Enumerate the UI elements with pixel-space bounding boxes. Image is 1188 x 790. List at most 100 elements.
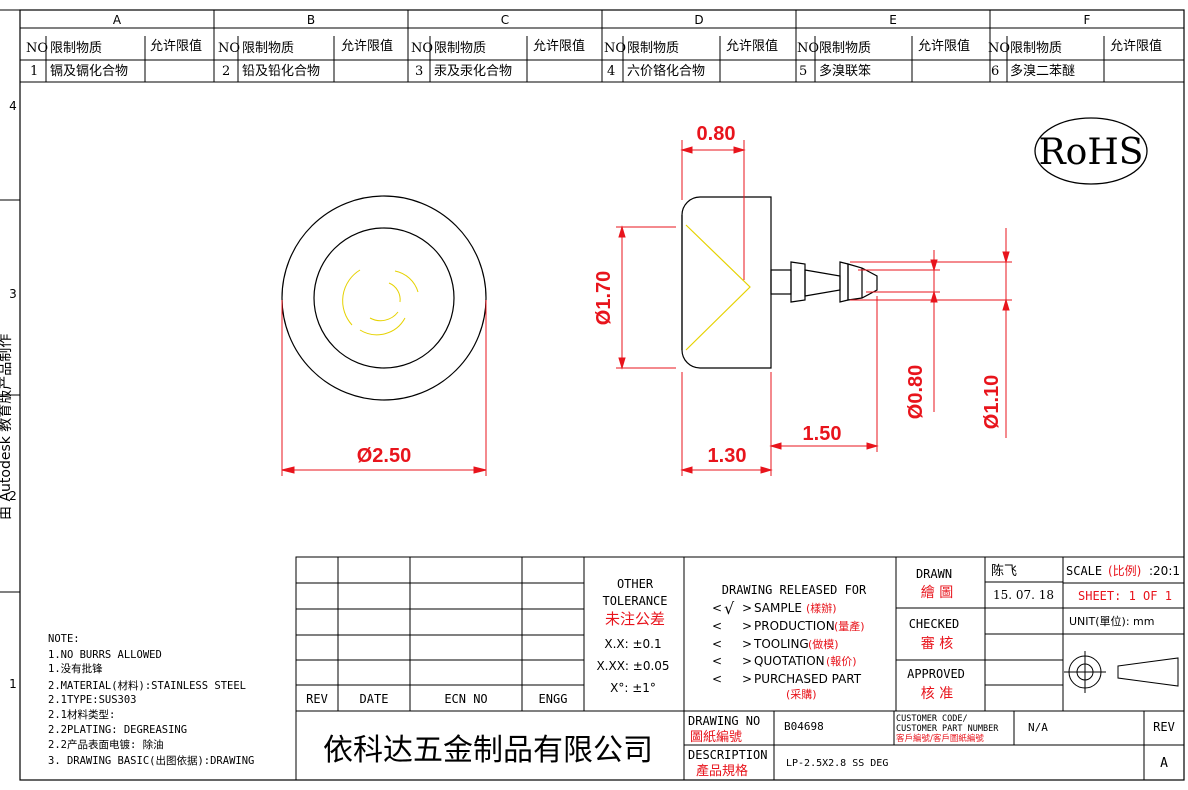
substance-name-5: 多溴联笨 xyxy=(819,63,871,79)
substance-no-2: 2 xyxy=(222,64,230,79)
substance-no-4: 4 xyxy=(607,64,615,79)
sheet-number: SHEET: 1 OF 1 xyxy=(1078,589,1172,603)
release-tooling: TOOLING xyxy=(753,637,809,651)
date-header: DATE xyxy=(360,692,389,706)
drawing-no-label-cn: 圖紙編號 xyxy=(690,729,742,745)
rohs-mark xyxy=(1034,117,1148,185)
header-name-3: 限制物质 xyxy=(434,41,486,56)
release-title: DRAWING RELEASED FOR xyxy=(722,583,867,597)
note-line-4: 2.1TYPE:SUS303 xyxy=(48,694,137,706)
header-limit-5: 允许限值 xyxy=(918,38,970,54)
substance-no-1: 1 xyxy=(30,64,38,79)
zone-number-4: 4 xyxy=(9,99,17,113)
svg-text:>: > xyxy=(742,601,752,615)
rev-header: REV xyxy=(306,692,328,706)
header-limit-3: 允许限值 xyxy=(533,38,585,54)
substance-name-4: 六价铬化合物 xyxy=(627,63,705,79)
drawn-label-cn: 繪 圖 xyxy=(921,584,953,601)
scale-label: SCALE xyxy=(1066,564,1102,578)
header-limit-2: 允许限值 xyxy=(341,38,393,54)
note-line-7: 2.2产品表面电镀: 除油 xyxy=(48,738,164,751)
drawing-no-label: DRAWING NO xyxy=(688,714,760,728)
header-limit-6: 允许限值 xyxy=(1110,38,1162,54)
tolerance-title-cn: 未注公差 xyxy=(605,610,665,628)
tolerance-xx: X.X: ±0.1 xyxy=(604,637,661,651)
svg-text:<: < xyxy=(712,654,722,668)
substance-no-6: 6 xyxy=(991,64,999,79)
notes-title: NOTE: xyxy=(48,633,80,645)
svg-text:<: < xyxy=(712,637,722,651)
rev-value: A xyxy=(1160,756,1168,771)
header-no-2: NO xyxy=(218,41,240,56)
zone-number-2: 2 xyxy=(9,489,17,503)
length-b-label: 1.50 xyxy=(803,423,842,445)
scale-label-cn: (比例) xyxy=(1108,564,1141,578)
header-no-1: NO xyxy=(26,41,48,56)
header-name-1: 限制物质 xyxy=(50,41,102,56)
scale-value: :20:1 xyxy=(1149,564,1180,578)
unit-label: UNIT(單位): mm xyxy=(1069,614,1154,628)
zone-letter-e: E xyxy=(889,13,897,27)
svg-text:>: > xyxy=(742,637,752,651)
zone-letter-b: B xyxy=(307,13,315,27)
substance-name-6: 多溴二苯醚 xyxy=(1010,63,1075,79)
note-line-8: 3. DRAWING BASIC(出图依据):DRAWING xyxy=(48,754,254,767)
svg-text:<: < xyxy=(712,619,722,633)
release-production: PRODUCTION xyxy=(754,619,835,633)
header-name-5: 限制物质 xyxy=(819,41,871,56)
header-no-5: NO xyxy=(797,41,819,56)
description-label: DESCRIPTION xyxy=(688,748,767,762)
header-name-4: 限制物质 xyxy=(627,41,679,56)
description-label-cn: 產品規格 xyxy=(696,763,748,779)
rohs-label: RoHS xyxy=(1039,132,1144,173)
length-a-label: 1.30 xyxy=(708,445,747,467)
projection-symbol xyxy=(1064,651,1179,693)
header-name-6: 限制物质 xyxy=(1010,41,1062,56)
tolerance-title-1: OTHER xyxy=(617,577,654,591)
zone-number-1: 1 xyxy=(9,677,17,691)
customer-code-value: N/A xyxy=(1028,721,1048,734)
note-line-3: 2.MATERIAL(材料):STAINLESS STEEL xyxy=(48,679,246,692)
release-sample-cn: (樣辦) xyxy=(806,601,837,615)
rev-label: REV xyxy=(1153,720,1175,734)
drawn-date: 15. 07. 18 xyxy=(993,588,1054,602)
front-view xyxy=(281,195,487,401)
drawn-label: DRAWN xyxy=(916,567,952,581)
tolerance-title-2: TOLERANCE xyxy=(602,594,667,608)
zone-number-3: 3 xyxy=(9,287,17,301)
ecn-header: ECN NO xyxy=(444,692,487,706)
description-value: LP-2.5X2.8 SS DEG xyxy=(786,758,888,769)
engg-header: ENGG xyxy=(539,692,568,706)
substance-name-1: 镉及镉化合物 xyxy=(50,63,128,79)
note-line-2: 1.没有批锋 xyxy=(48,662,103,675)
head-diameter-label: Ø1.70 xyxy=(593,271,615,325)
note-line-5: 2.1材料类型: xyxy=(48,708,115,721)
header-limit-4: 允许限值 xyxy=(726,38,778,54)
note-line-6: 2.2PLATING: DEGREASING xyxy=(48,724,187,736)
company-name: 依科达五金制品有限公司 xyxy=(323,733,653,768)
header-no-6: NO xyxy=(988,41,1010,56)
header-name-2: 限制物质 xyxy=(242,41,294,56)
customer-code-label-1: CUSTOMER CODE/ xyxy=(896,714,968,724)
tolerance-xxx: X.XX: ±0.05 xyxy=(596,659,669,673)
customer-code-label-2: CUSTOMER PART NUMBER xyxy=(896,724,999,734)
pin-diameter-small-label: Ø0.80 xyxy=(905,365,927,419)
zone-letter-a: A xyxy=(113,13,122,27)
svg-text:<: < xyxy=(712,672,722,686)
zone-letter-c: C xyxy=(501,13,509,27)
side-view xyxy=(681,196,878,369)
header-limit-1: 允许限值 xyxy=(150,38,202,54)
outer-diameter-label: Ø2.50 xyxy=(357,445,411,467)
release-tooling-cn: (做模) xyxy=(808,637,839,651)
sample-check-mark: √ xyxy=(724,599,735,618)
approved-label-cn: 核 准 xyxy=(921,686,953,702)
svg-text:<: < xyxy=(712,601,722,615)
head-length-label: 0.80 xyxy=(697,123,736,145)
checked-label-cn: 審 核 xyxy=(921,636,953,652)
svg-text:>: > xyxy=(742,654,752,668)
note-line-1: 1.NO BURRS ALLOWED xyxy=(48,649,162,661)
release-production-cn: (量產) xyxy=(834,619,865,633)
release-quotation-cn: (報价) xyxy=(826,655,857,668)
substance-name-2: 铅及铅化合物 xyxy=(242,64,320,79)
